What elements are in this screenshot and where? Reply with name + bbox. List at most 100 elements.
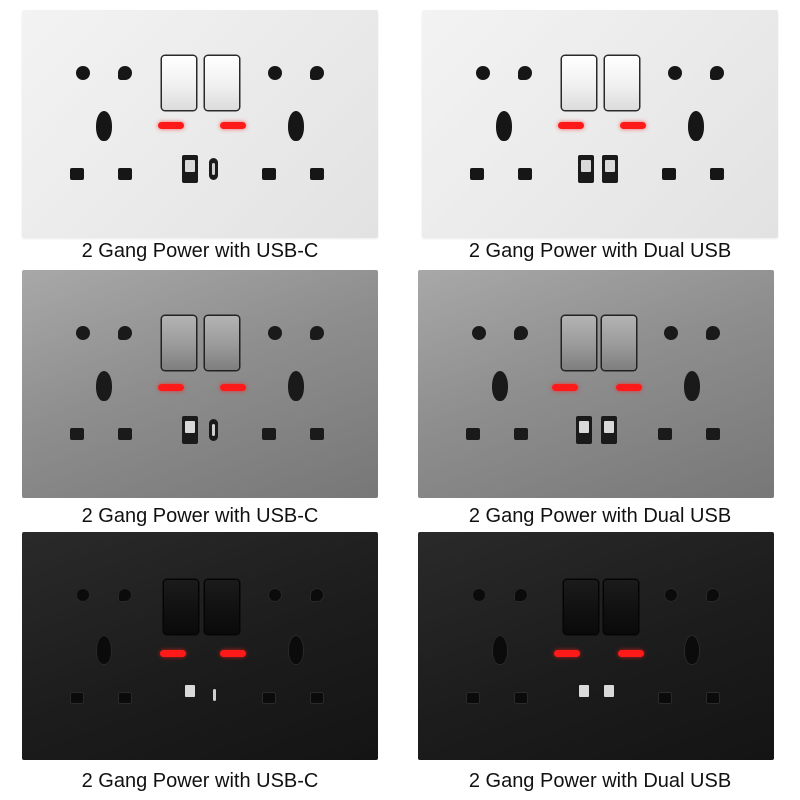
- socket-pin-hole: [262, 428, 276, 440]
- socket-pin-hole: [706, 326, 720, 340]
- indicator-led: [158, 384, 184, 391]
- socket-pin-hole: [118, 168, 132, 180]
- socket-earth-hole: [684, 635, 700, 665]
- socket-earth-hole: [288, 371, 304, 401]
- rocker-switch-left[interactable]: [164, 580, 198, 634]
- indicator-led: [160, 650, 186, 657]
- socket-pin-hole: [514, 326, 528, 340]
- socket-pin-hole: [76, 588, 90, 602]
- indicator-led: [552, 384, 578, 391]
- socket-pin-hole: [118, 66, 132, 80]
- socket-pin-hole: [706, 692, 720, 704]
- usb-a-port: [182, 416, 198, 444]
- rocker-switch-right[interactable]: [604, 580, 638, 634]
- rocker-switch-left[interactable]: [564, 580, 598, 634]
- usb-a-port: [576, 680, 592, 708]
- socket-pin-hole: [476, 66, 490, 80]
- socket-pin-hole: [706, 588, 720, 602]
- socket-panel: [422, 10, 778, 238]
- rocker-switch-left[interactable]: [162, 56, 196, 110]
- socket-pin-hole: [472, 326, 486, 340]
- socket-pin-hole: [70, 692, 84, 704]
- usb-a-port: [601, 416, 617, 444]
- usb-c-port: [209, 419, 218, 441]
- socket-pin-hole: [268, 588, 282, 602]
- product-grey-dual-usb: 2 Gang Power with Dual USB: [400, 266, 800, 532]
- socket-pin-hole: [118, 692, 132, 704]
- rocker-switch-right[interactable]: [605, 56, 639, 110]
- indicator-led: [554, 650, 580, 657]
- product-white-dual-usb: 2 Gang Power with Dual USB: [400, 0, 800, 266]
- socket-pin-hole: [262, 168, 276, 180]
- socket-earth-hole: [288, 111, 304, 141]
- product-caption: 2 Gang Power with USB-C: [81, 240, 319, 262]
- rocker-switch-left[interactable]: [562, 56, 596, 110]
- socket-earth-hole: [492, 635, 508, 665]
- socket-pin-hole: [664, 326, 678, 340]
- socket-panel: [418, 270, 774, 498]
- socket-pin-hole: [310, 588, 324, 602]
- socket-pin-hole: [706, 428, 720, 440]
- product-caption: 2 Gang Power with Dual USB: [468, 770, 732, 792]
- socket-pin-hole: [70, 168, 84, 180]
- socket-pin-hole: [514, 428, 528, 440]
- rocker-switch-right[interactable]: [602, 316, 636, 370]
- socket-pin-hole: [710, 168, 724, 180]
- socket-earth-hole: [496, 111, 512, 141]
- socket-earth-hole: [684, 371, 700, 401]
- product-black-dual-usb: 2 Gang Power with Dual USB: [400, 532, 800, 798]
- indicator-led: [616, 384, 642, 391]
- socket-pin-hole: [658, 428, 672, 440]
- socket-pin-hole: [310, 692, 324, 704]
- socket-pin-hole: [118, 428, 132, 440]
- socket-earth-hole: [288, 635, 304, 665]
- indicator-led: [158, 122, 184, 129]
- socket-pin-hole: [664, 588, 678, 602]
- product-caption: 2 Gang Power with USB-C: [81, 770, 319, 792]
- rocker-switch-left[interactable]: [562, 316, 596, 370]
- indicator-led: [220, 122, 246, 129]
- socket-pin-hole: [514, 692, 528, 704]
- product-caption: 2 Gang Power with Dual USB: [468, 240, 732, 262]
- socket-earth-hole: [688, 111, 704, 141]
- usb-a-port: [182, 155, 198, 183]
- indicator-led: [558, 122, 584, 129]
- product-grey-usb-c: 2 Gang Power with USB-C: [0, 266, 400, 532]
- socket-panel: [22, 10, 378, 238]
- rocker-switch-right[interactable]: [205, 316, 239, 370]
- socket-pin-hole: [518, 168, 532, 180]
- socket-pin-hole: [472, 588, 486, 602]
- socket-pin-hole: [518, 66, 532, 80]
- socket-pin-hole: [466, 692, 480, 704]
- socket-pin-hole: [268, 326, 282, 340]
- socket-pin-hole: [514, 588, 528, 602]
- socket-pin-hole: [710, 66, 724, 80]
- indicator-led: [220, 650, 246, 657]
- product-caption: 2 Gang Power with USB-C: [81, 505, 319, 527]
- product-black-usb-c: 2 Gang Power with USB-C: [0, 532, 400, 798]
- socket-panel: [418, 532, 774, 760]
- rocker-switch-left[interactable]: [162, 316, 196, 370]
- socket-pin-hole: [118, 588, 132, 602]
- socket-pin-hole: [268, 66, 282, 80]
- socket-pin-hole: [70, 428, 84, 440]
- indicator-led: [620, 122, 646, 129]
- socket-earth-hole: [492, 371, 508, 401]
- rocker-switch-right[interactable]: [205, 56, 239, 110]
- product-white-usb-c: 2 Gang Power with USB-C: [0, 0, 400, 266]
- rocker-switch-right[interactable]: [205, 580, 239, 634]
- socket-panel: [22, 270, 378, 498]
- indicator-led: [220, 384, 246, 391]
- indicator-led: [618, 650, 644, 657]
- usb-a-port: [578, 155, 594, 183]
- socket-pin-hole: [658, 692, 672, 704]
- usb-a-port: [601, 680, 617, 708]
- socket-pin-hole: [662, 168, 676, 180]
- socket-pin-hole: [310, 168, 324, 180]
- socket-pin-hole: [668, 66, 682, 80]
- socket-pin-hole: [118, 326, 132, 340]
- usb-a-port: [602, 155, 618, 183]
- usb-a-port: [182, 680, 198, 708]
- socket-earth-hole: [96, 635, 112, 665]
- socket-pin-hole: [76, 66, 90, 80]
